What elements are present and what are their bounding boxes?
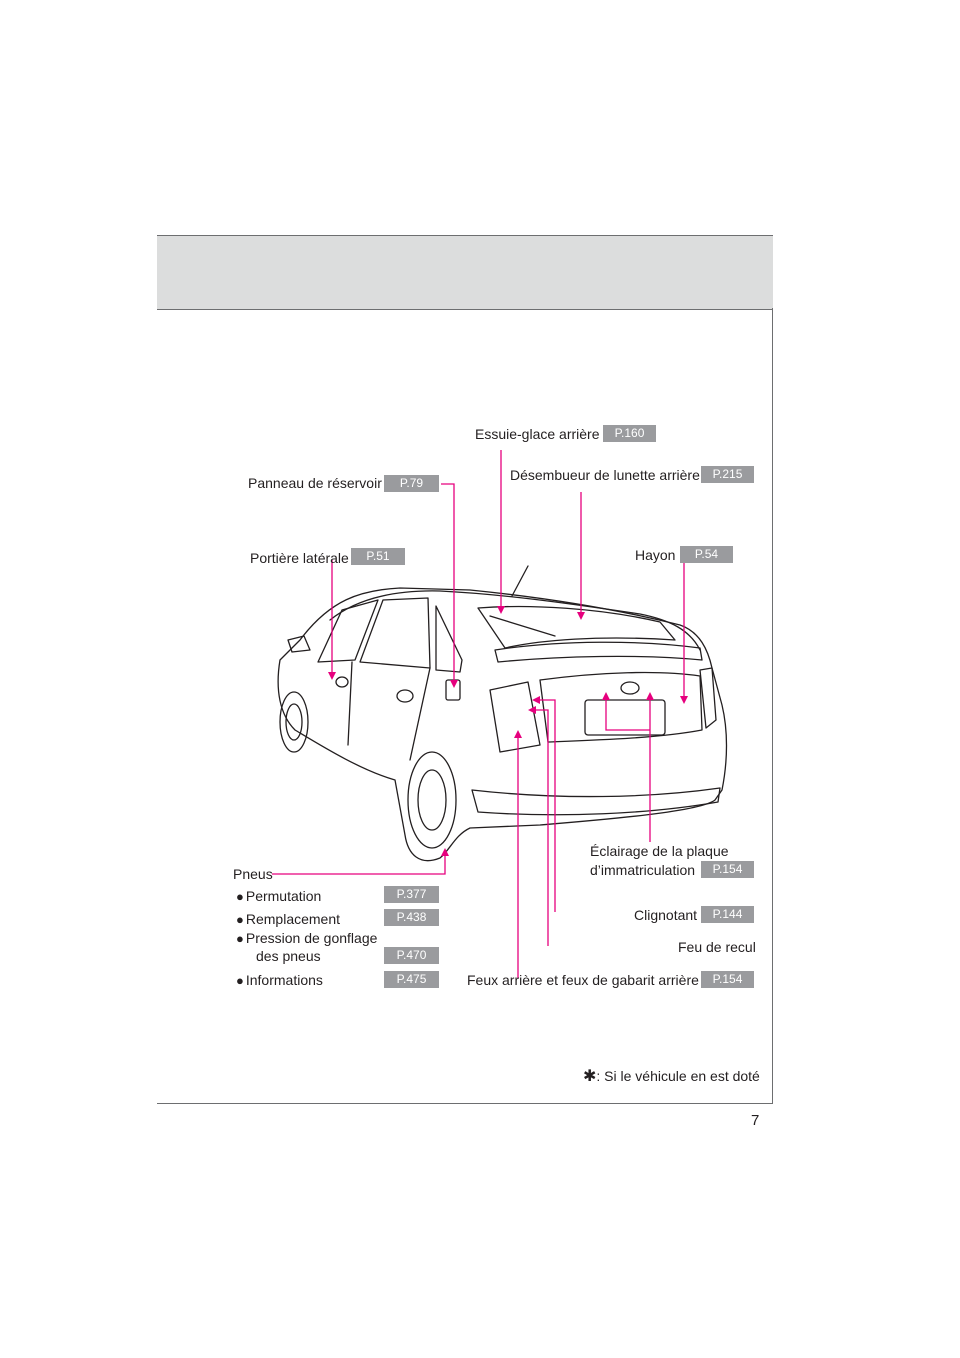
page-number: 7	[751, 1112, 760, 1129]
callout-clignotant-label: Clignotant	[634, 907, 698, 923]
callout-eclairage-plaque-line1: Éclairage de la plaque	[590, 843, 729, 859]
frame-right-rule	[772, 308, 773, 1104]
callout-panneau-reservoir-ref[interactable]: P.79	[384, 475, 439, 492]
pneus-item-label: Informations	[245, 972, 323, 988]
callout-clignotant-ref[interactable]: P.144	[701, 906, 754, 923]
bullet-icon: ●	[236, 889, 244, 904]
pneus-pression-ref[interactable]: P.470	[384, 947, 439, 964]
pneus-item-permutation: ●Permutation	[236, 888, 321, 905]
pneus-permutation-ref[interactable]: P.377	[384, 886, 439, 903]
callout-feux-arriere-ref[interactable]: P.154	[701, 971, 754, 988]
pneus-item-label: Remplacement	[245, 911, 341, 927]
callout-panneau-reservoir-label: Panneau de réservoir	[248, 475, 382, 491]
bullet-icon: ●	[236, 973, 244, 988]
pneus-item-label: Permutation	[245, 888, 322, 904]
pneus-informations-ref[interactable]: P.475	[384, 971, 439, 988]
asterisk-icon: ✱	[583, 1068, 597, 1085]
callout-desembueur-label: Désembueur de lunette arrière	[510, 467, 700, 483]
pneus-item-pression: ●Pression de gonflage	[236, 930, 377, 947]
callout-hayon-label: Hayon	[635, 547, 676, 563]
callout-essuie-glace-label: Essuie-glace arrière	[475, 426, 600, 442]
callout-hayon-ref[interactable]: P.54	[680, 546, 733, 563]
callout-feu-recul-label: Feu de recul	[678, 939, 756, 955]
callout-portiere-ref[interactable]: P.51	[351, 548, 405, 565]
pneus-remplacement-ref[interactable]: P.438	[384, 909, 439, 926]
footnote-text: : Si le véhicule en est doté	[596, 1068, 760, 1084]
pneus-item-label: Pression de gonflage	[245, 930, 378, 946]
pneus-title: Pneus	[233, 866, 273, 882]
callout-feux-arriere-label: Feux arrière et feux de gabarit arrière	[467, 972, 699, 988]
pneus-item-pression-line2: des pneus	[256, 948, 321, 964]
page-header-band	[157, 235, 773, 310]
callout-eclairage-plaque-line2: d’immatriculation	[590, 862, 696, 878]
callout-eclairage-plaque-ref[interactable]: P.154	[701, 861, 754, 878]
frame-bottom-rule	[157, 1103, 773, 1104]
callout-desembueur-ref[interactable]: P.215	[701, 466, 754, 483]
bullet-icon: ●	[236, 931, 244, 946]
pneus-item-remplacement: ●Remplacement	[236, 911, 340, 928]
callout-portiere-label: Portière latérale	[250, 550, 349, 566]
footnote: ✱: Si le véhicule en est doté	[583, 1068, 760, 1085]
bullet-icon: ●	[236, 912, 244, 927]
pneus-item-informations: ●Informations	[236, 972, 323, 989]
callout-essuie-glace-ref[interactable]: P.160	[603, 425, 656, 442]
